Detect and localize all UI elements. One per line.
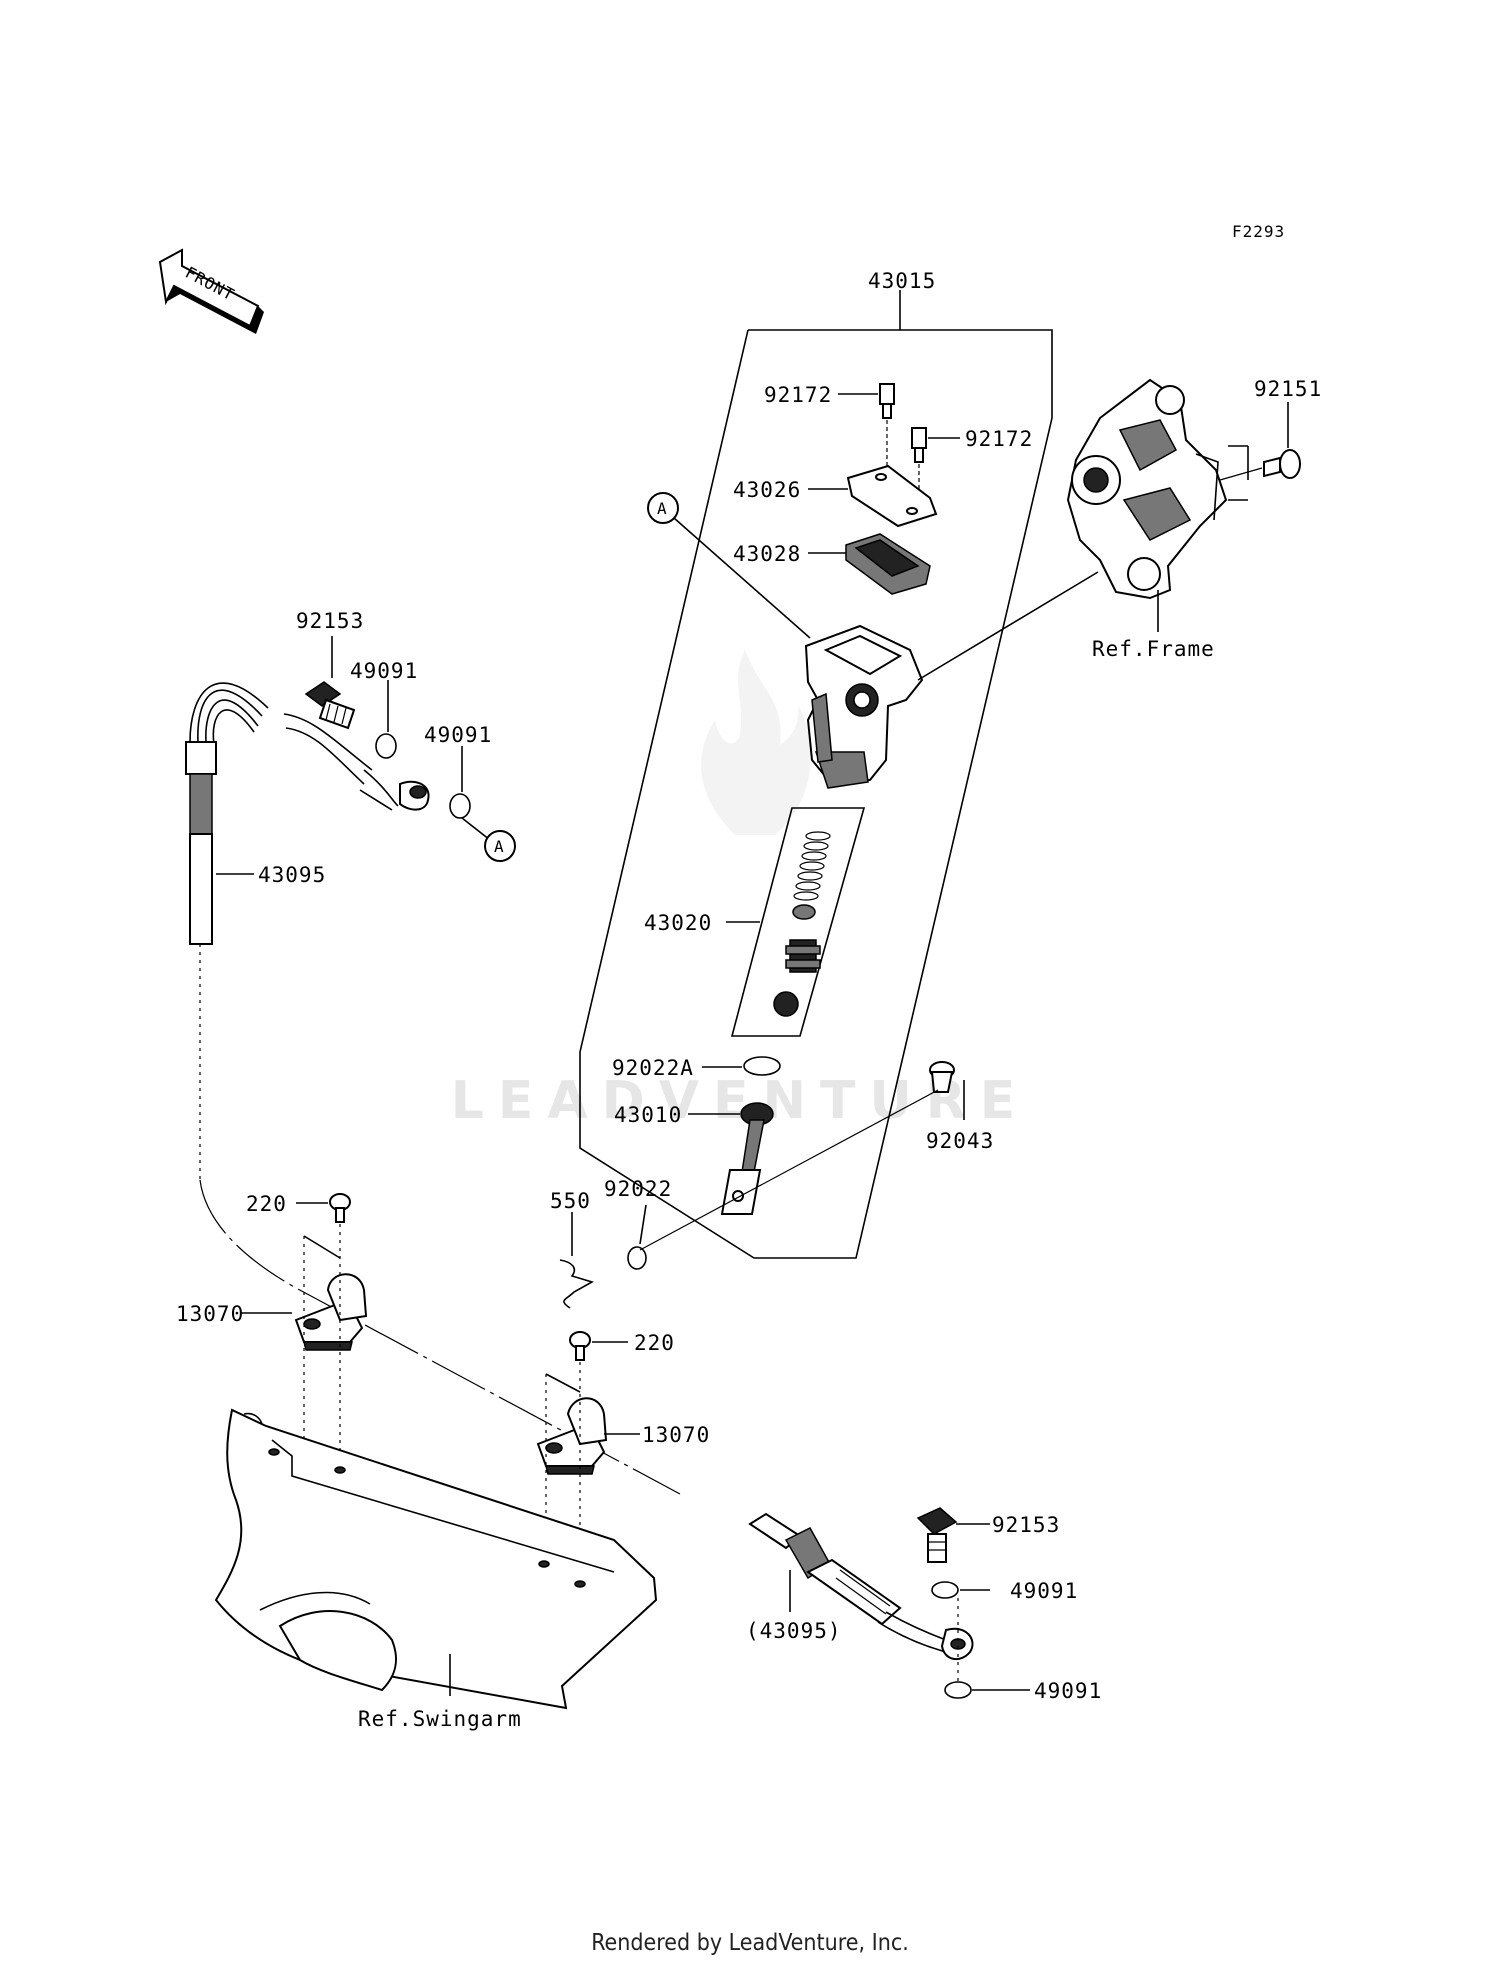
callout-a-top: A: [657, 499, 668, 518]
reservoir-cap-43026: [846, 464, 938, 528]
clamp-13070-left: [294, 1273, 368, 1351]
label-220-a: 220: [246, 1192, 287, 1216]
washer-49091-d: [944, 1681, 972, 1699]
label-550: 550: [550, 1189, 591, 1213]
clamp-13070-right: [536, 1397, 608, 1475]
snap-ring-92022a: [743, 1056, 781, 1076]
label-43028: 43028: [733, 542, 801, 566]
diagram-id: F2293: [1232, 222, 1285, 241]
label-43020: 43020: [644, 911, 712, 935]
screw-220-right: [569, 1331, 591, 1361]
push-rod-43010: [720, 1102, 774, 1215]
watermark-flame-icon: [701, 650, 811, 835]
label-13070-b: 13070: [642, 1423, 710, 1447]
swingarm: [214, 1408, 658, 1710]
label-92172-b: 92172: [965, 427, 1033, 451]
banjo-bolt-92153-bottom: [916, 1507, 958, 1563]
label-92172-a: 92172: [764, 383, 832, 407]
label-49091-c: 49091: [1010, 1579, 1078, 1603]
cotter-pin-550: [559, 1259, 595, 1309]
label-92022: 92022: [604, 1177, 672, 1201]
label-49091-b: 49091: [424, 723, 492, 747]
washer-49091-a: [375, 733, 397, 759]
label-43015: 43015: [868, 269, 936, 293]
washer-49091-b: [449, 793, 471, 819]
master-cylinder-body: [804, 624, 924, 789]
ref-swingarm-label: Ref.Swingarm: [358, 1707, 522, 1731]
clevis-pin-92043: [929, 1061, 955, 1093]
label-49091-a: 49091: [350, 659, 418, 683]
brake-hose-43095-upper: [185, 682, 430, 1180]
watermark-text: LEADVENTURE: [451, 1071, 1030, 1131]
bolt-92172-right: [911, 427, 927, 463]
spring: [793, 831, 831, 901]
frame-bracket: [1066, 378, 1249, 600]
ref-frame-label: Ref.Frame: [1092, 637, 1215, 661]
bolt-92172-left: [879, 383, 895, 419]
brake-hose-43095-lower: [748, 1512, 974, 1661]
front-arrow-icon: FRONT: [158, 248, 264, 334]
label-92151: 92151: [1254, 377, 1322, 401]
assembly-43015-outline: [579, 290, 1053, 1259]
label-43095-ref: (43095): [746, 1619, 842, 1643]
piston-kit-43020: [730, 807, 866, 1037]
label-92043: 92043: [926, 1129, 994, 1153]
label-92153-bottom: 92153: [992, 1513, 1060, 1537]
label-92022a: 92022A: [612, 1056, 694, 1080]
washer-49091-c: [931, 1581, 959, 1599]
callout-a-top-circle: [647, 492, 679, 524]
watermark: LEADVENTURE: [451, 650, 1030, 1131]
label-43095: 43095: [258, 863, 326, 887]
label-49091-d: 49091: [1034, 1679, 1102, 1703]
label-92153-top: 92153: [296, 609, 364, 633]
callout-a-side: A: [494, 837, 505, 856]
footer-credit: Rendered by LeadVenture, Inc.: [591, 1930, 909, 1956]
label-13070-a: 13070: [176, 1302, 244, 1326]
label-220-b: 220: [634, 1331, 675, 1355]
callout-a-side-circle: [484, 830, 516, 862]
label-43010: 43010: [614, 1103, 682, 1127]
label-43026: 43026: [733, 478, 801, 502]
banjo-bolt-92153-top: [304, 681, 356, 730]
bolt-92151: [1263, 449, 1301, 479]
diaphragm-43028: [845, 533, 931, 595]
washer-92022: [627, 1246, 647, 1270]
screw-220-left: [329, 1193, 351, 1223]
